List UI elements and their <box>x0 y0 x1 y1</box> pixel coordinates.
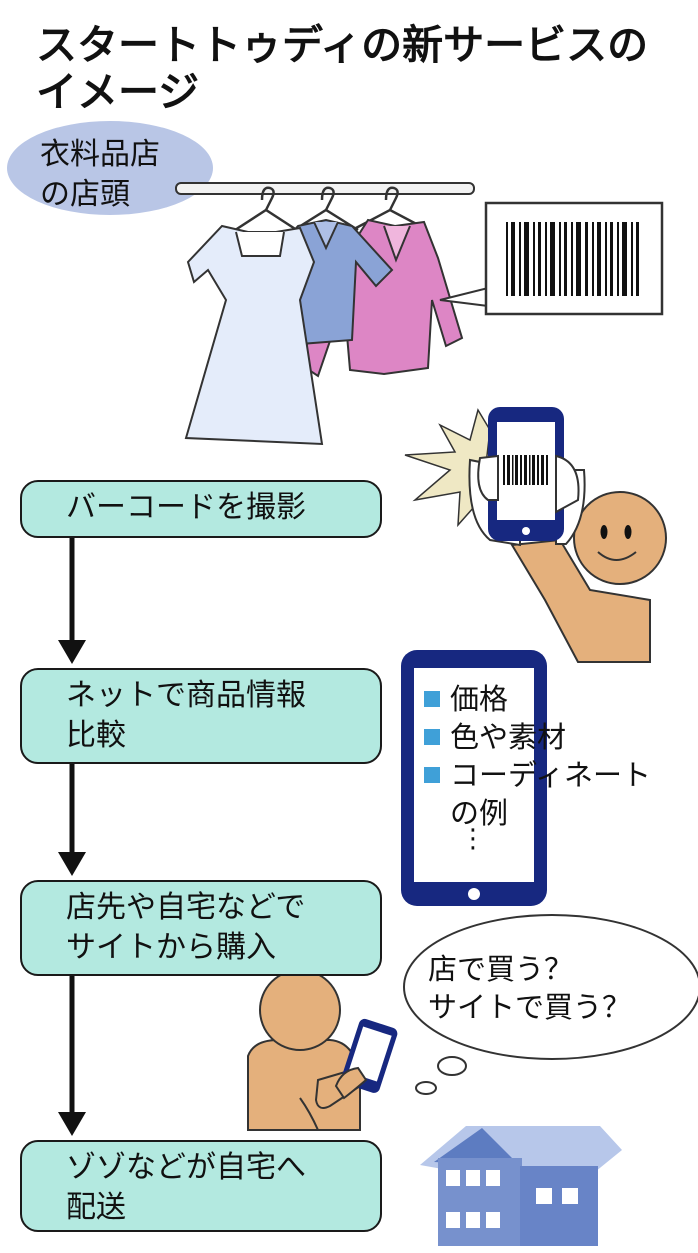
person-thinking <box>247 969 362 1131</box>
phone-scanning <box>477 407 580 541</box>
store-label-line-1: 衣料品店 <box>40 137 160 172</box>
list-item: コーディネートの例 <box>424 756 694 832</box>
barcode-icon <box>506 222 639 296</box>
barcode-tag <box>439 201 664 316</box>
square-bullet-icon <box>424 729 440 745</box>
flow-arrows <box>58 538 86 1136</box>
step-label: 比較 <box>66 718 126 753</box>
square-bullet-icon <box>424 767 440 783</box>
step-box-scan-barcode: バーコードを撮影 <box>20 480 382 538</box>
title-line-1: スタートトゥディの新サービスの <box>36 21 649 69</box>
list-item: 価格 <box>424 680 694 718</box>
store-label-line-2: の店頭 <box>40 177 130 212</box>
list-item: 色や素材 <box>424 718 694 756</box>
square-bullet-icon <box>424 691 440 707</box>
phone-barcode-icon <box>503 455 548 485</box>
step-label: サイトから購入 <box>66 930 276 965</box>
house-icon <box>420 1126 622 1246</box>
thought-bubble-text: 店で買う？ サイトで買う？ <box>428 950 688 1026</box>
store-front-label: 衣料品店 の店頭 <box>40 135 200 215</box>
step-box-delivery: ゾゾなどが自宅へ 配送 <box>20 1140 382 1232</box>
step-label: 店先や自宅などで <box>66 890 306 925</box>
step-box-compare-info: ネットで商品情報 比較 <box>20 668 382 764</box>
title-line-2: イメージ <box>36 68 200 116</box>
page-title: スタートトゥディの新サービスの イメージ <box>36 22 676 116</box>
thought-line-2: サイトで買う？ <box>428 990 632 1024</box>
step-label: 配送 <box>66 1190 126 1225</box>
thought-line-1: 店で買う？ <box>428 952 574 986</box>
step-box-purchase: 店先や自宅などで サイトから購入 <box>20 880 382 976</box>
phone-info-list: 価格 色や素材 コーディネートの例 ⋮ <box>424 680 694 854</box>
step-label: ネットで商品情報 <box>66 678 306 713</box>
step-label: ゾゾなどが自宅へ <box>66 1150 306 1185</box>
step-label: バーコードを撮影 <box>66 490 306 525</box>
list-ellipsis: ⋮ <box>460 824 486 854</box>
store-label-ellipse <box>7 121 213 215</box>
thought-bubble <box>403 914 698 1095</box>
white-dress <box>184 224 324 446</box>
